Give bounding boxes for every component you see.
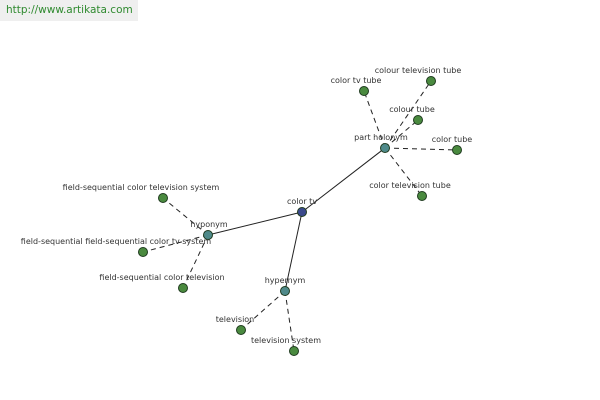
edge-color-tv-part-holonym <box>301 147 386 213</box>
term-node-color-television-tube[interactable] <box>417 191 427 201</box>
term-node-color-tube[interactable] <box>452 145 462 155</box>
term-label-field-sequential-field-sequential-color-tv-system: field-sequential field-sequential color … <box>21 237 212 246</box>
term-label-field-sequential-color-television-system: field-sequential color television system <box>63 183 220 192</box>
relation-node-hypernym[interactable] <box>280 286 290 296</box>
relation-node-hyponym[interactable] <box>203 230 213 240</box>
edge-part-holonym-colour-tube <box>384 119 419 149</box>
term-label-television: television <box>216 315 255 324</box>
center-node-color-tv[interactable] <box>297 207 307 217</box>
term-node-field-sequential-field-sequential-color-tv-system[interactable] <box>138 247 148 257</box>
edge-part-holonym-colour-television-tube <box>384 80 432 149</box>
term-node-television-system[interactable] <box>289 346 299 356</box>
term-label-field-sequential-color-television: field-sequential color television <box>99 273 224 282</box>
edge-hypernym-television-system <box>284 290 295 352</box>
term-label-television-system: television system <box>251 336 321 345</box>
term-label-color-tube: color tube <box>432 135 473 144</box>
term-node-television[interactable] <box>236 325 246 335</box>
term-label-colour-television-tube: colour television tube <box>375 66 462 75</box>
term-label-colour-tube: colour tube <box>389 105 435 114</box>
center-label-color-tv: color tv <box>287 197 317 206</box>
term-node-field-sequential-color-television[interactable] <box>178 283 188 293</box>
graph-edges <box>142 80 458 352</box>
relation-label-hyponym: hyponym <box>190 220 228 229</box>
term-node-color-tv-tube[interactable] <box>359 86 369 96</box>
edge-color-tv-hyponym <box>207 211 303 236</box>
term-label-color-tv-tube: color tv tube <box>331 76 382 85</box>
edge-hyponym-field-sequential-color-television <box>182 234 209 289</box>
edge-color-tv-hypernym <box>284 211 303 292</box>
edge-part-holonym-color-tv-tube <box>363 90 386 149</box>
relation-node-part-holonym[interactable] <box>380 143 390 153</box>
relation-label-hypernym: hypernym <box>265 276 306 285</box>
graph-nodes <box>138 76 462 356</box>
term-node-colour-tube[interactable] <box>413 115 423 125</box>
site-link[interactable]: http://www.artikata.com <box>0 0 138 21</box>
edge-part-holonym-color-tube <box>384 147 458 151</box>
edge-part-holonym-color-television-tube <box>384 147 423 197</box>
term-node-field-sequential-color-television-system[interactable] <box>158 193 168 203</box>
term-node-colour-television-tube[interactable] <box>426 76 436 86</box>
edge-hyponym-field-sequential-color-television-system <box>162 197 209 236</box>
edge-hypernym-television <box>240 290 286 331</box>
edge-hyponym-field-sequential-field-sequential-color-tv-system <box>142 234 209 253</box>
term-label-color-television-tube: color television tube <box>369 181 451 190</box>
relation-label-part-holonym: part holonym <box>354 133 408 142</box>
